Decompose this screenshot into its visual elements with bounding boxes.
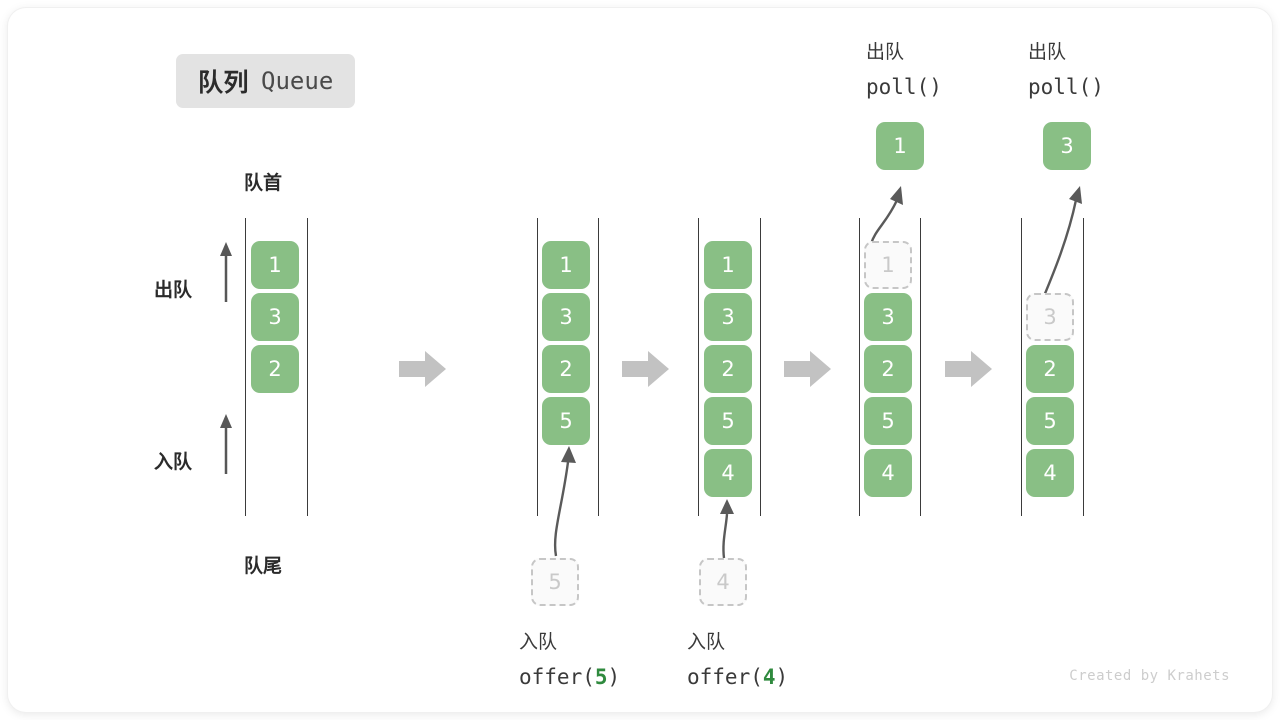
label-enqueue-direction: 入队 [154,452,193,473]
incoming-ghost-element: 4 [699,558,747,606]
queue-element: 3 [251,293,299,341]
queue-element: 2 [864,345,912,393]
queue-element: 2 [542,345,590,393]
title-english: Queue [261,67,334,95]
caption-line1: 出队 [1028,42,1067,63]
queue-element: 1 [542,241,590,289]
caption-offer-5: 入队 offer(5) [519,626,620,694]
rail-right [307,218,308,516]
diagram-card: 队列 Queue 队首 队尾 出队 入队 1 3 2 [8,8,1272,712]
step-arrow-icon [945,351,992,387]
queue-element: 5 [704,397,752,445]
vacated-ghost-element: 3 [1026,293,1074,341]
label-dequeue-direction: 出队 [154,280,193,301]
caption-poll-3: 出队 poll() [1028,36,1104,104]
rail-right [760,218,761,516]
incoming-ghost-element: 5 [531,558,579,606]
caption-line2: poll() [866,75,942,99]
queue-element: 5 [864,397,912,445]
queue-element: 3 [542,293,590,341]
rail-left [1021,218,1022,516]
step-arrow-icon [784,351,831,387]
caption-line1: 入队 [687,632,726,653]
queue-element: 2 [1026,345,1074,393]
caption-line2: offer(4) [687,665,789,689]
queue-element: 5 [1026,397,1074,445]
enqueue-direction-arrow [220,414,232,474]
dequeue-motion-arrow [869,186,903,245]
step-arrow-icon [399,351,446,387]
rail-right [1083,218,1084,516]
title-chinese: 队列 [198,69,250,97]
queue-element: 2 [704,345,752,393]
dequeue-motion-arrow [1042,186,1082,297]
caption-line2: offer(5) [519,665,621,689]
rail-left [245,218,246,516]
rail-right [598,218,599,516]
queue-element: 5 [542,397,590,445]
enqueue-motion-arrow [720,499,734,559]
credit-text: Created by Krahets [1069,668,1230,684]
dequeued-element: 3 [1043,122,1091,170]
queue-element: 4 [704,449,752,497]
step-arrow-icon [622,351,669,387]
title-badge: 队列 Queue [176,54,356,108]
caption-offer-4: 入队 offer(4) [687,626,788,694]
queue-element: 4 [1026,449,1074,497]
dequeue-direction-arrow [220,242,232,302]
rail-right [920,218,921,516]
dequeued-element: 1 [876,122,924,170]
label-queue-rear: 队尾 [244,556,283,577]
enqueue-motion-arrow [553,446,576,557]
queue-element: 4 [864,449,912,497]
queue-element: 3 [704,293,752,341]
caption-line1: 出队 [866,42,905,63]
label-queue-front: 队首 [244,173,283,194]
queue-element: 2 [251,345,299,393]
caption-poll-1: 出队 poll() [866,36,942,104]
queue-element: 1 [251,241,299,289]
rail-left [698,218,699,516]
queue-element: 3 [864,293,912,341]
rail-left [537,218,538,516]
queue-element: 1 [704,241,752,289]
rail-left [859,218,860,516]
caption-line1: 入队 [519,632,558,653]
vacated-ghost-element: 1 [864,241,912,289]
caption-line2: poll() [1028,75,1104,99]
